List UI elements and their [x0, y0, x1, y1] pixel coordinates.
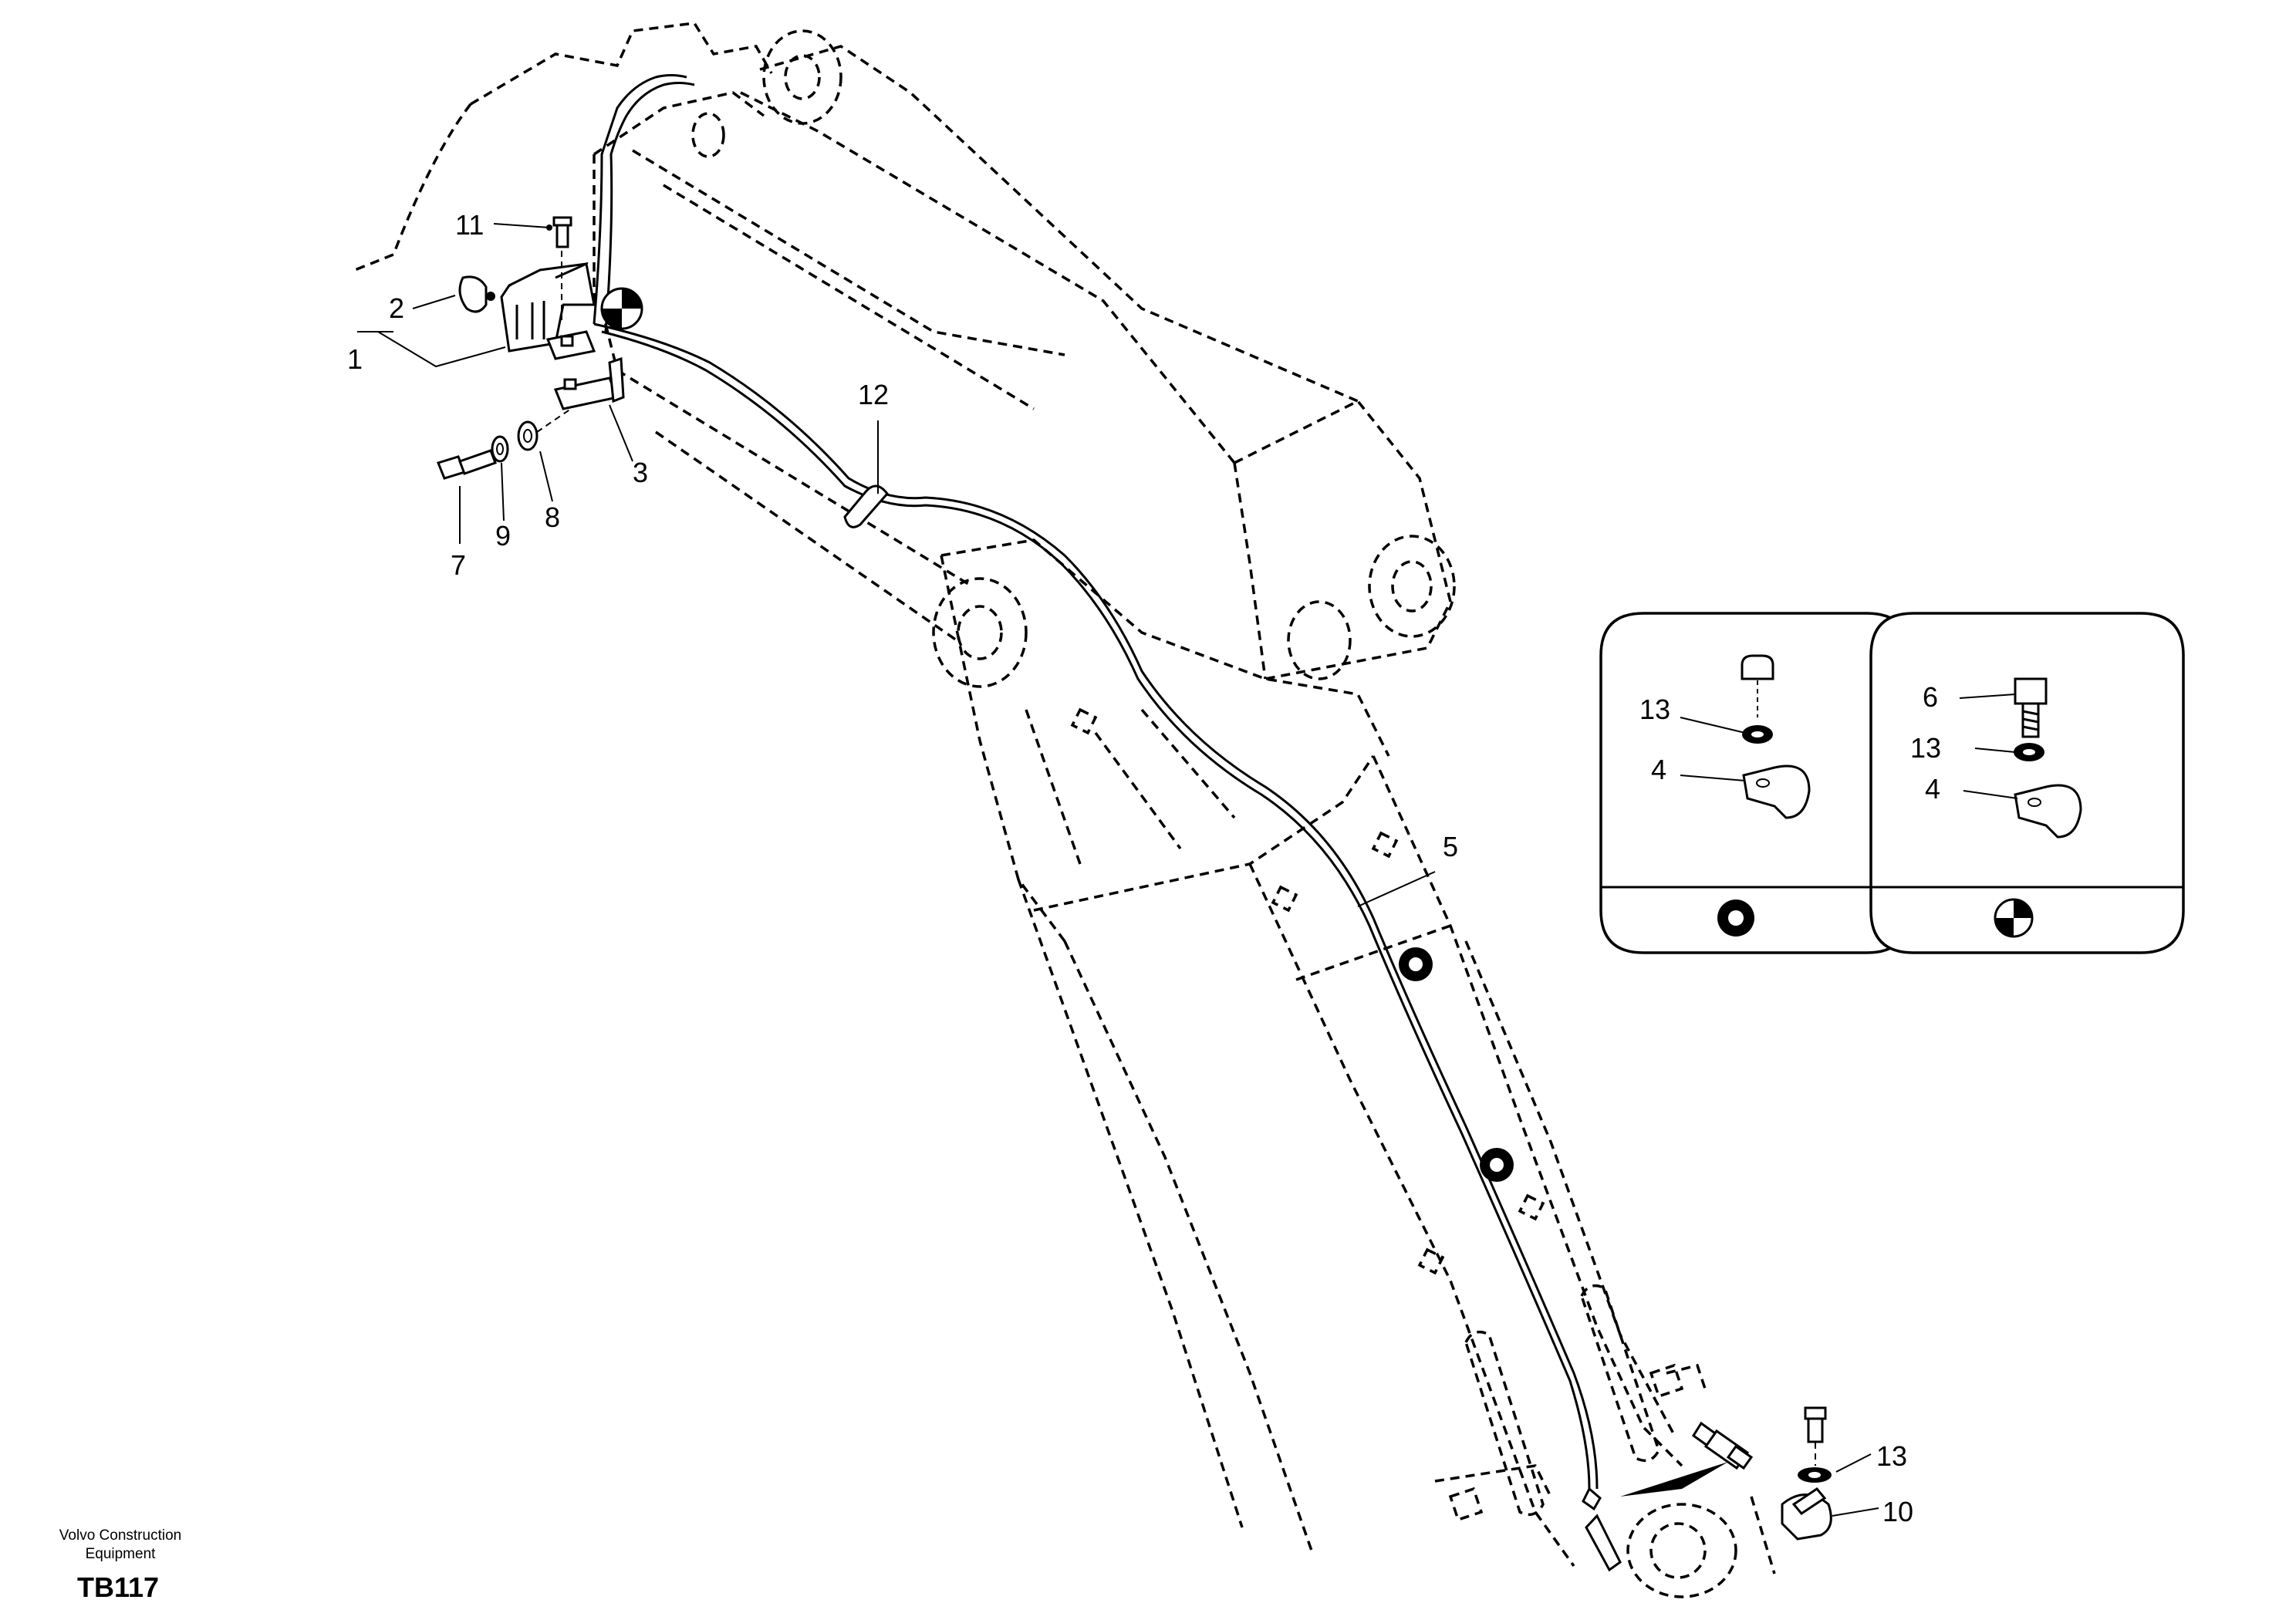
callout-2: 2	[389, 292, 404, 324]
callout-5: 5	[1443, 831, 1458, 862]
lower-connector-assembly	[1691, 1406, 1832, 1541]
callout-leaders	[357, 223, 1879, 1517]
detail-panel-left: 13 4	[1599, 612, 1911, 954]
detail-panel-right: 6 13 4	[1869, 612, 2185, 954]
callout-7: 7	[451, 549, 466, 581]
callout-labels: 11 2 1 3 12 5 7 9 8 13 10	[347, 209, 1913, 1527]
bulb-icon	[458, 275, 488, 313]
detail-left-callout-13: 13	[1639, 694, 1670, 725]
callout-13: 13	[1876, 1440, 1907, 1472]
footer: Volvo Construction Equipment TB117	[59, 1527, 181, 1603]
callout-10: 10	[1882, 1496, 1913, 1527]
callout-1: 1	[347, 343, 363, 375]
detail-right-callout-13: 13	[1910, 732, 1941, 764]
brand-line-2: Equipment	[86, 1546, 157, 1562]
callout-9: 9	[495, 520, 511, 552]
callout-8: 8	[545, 501, 560, 533]
callout-3: 3	[633, 457, 648, 488]
detail-right-callout-6: 6	[1923, 681, 1938, 713]
brand-line-1: Volvo Construction	[59, 1527, 181, 1544]
diagram-code: TB117	[77, 1571, 159, 1603]
callout-11: 11	[455, 209, 484, 241]
wiring-harness	[593, 74, 1728, 1572]
detail-left-callout-4: 4	[1651, 754, 1666, 785]
callout-12: 12	[858, 379, 889, 410]
boom-outline	[354, 22, 1776, 1598]
detail-right-callout-4: 4	[1925, 773, 1940, 805]
work-light-assembly	[437, 216, 643, 480]
